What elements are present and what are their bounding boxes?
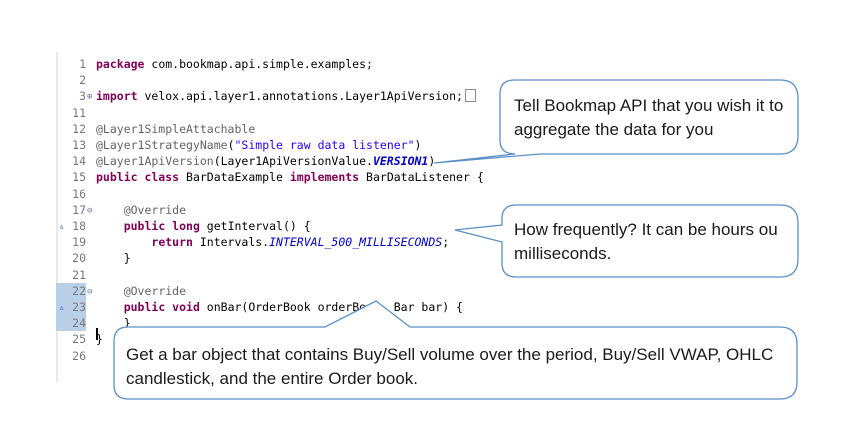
line-number: 12 xyxy=(72,121,86,136)
code-text: package com.bookmap.api.simple.examples; xyxy=(96,57,373,71)
callout-bar-object-text: Get a bar object that contains Buy/Sell … xyxy=(126,345,774,388)
collapsed-region-box[interactable] xyxy=(464,89,476,103)
line-number: 21 xyxy=(72,267,86,282)
code-line[interactable]: 18 ▵ public long getInterval() { xyxy=(56,218,516,234)
line-number: 13 xyxy=(72,138,86,152)
code-line[interactable]: 26 xyxy=(56,348,516,364)
line-number: 14 xyxy=(72,154,86,169)
code-text: public class BarDataExample implements B… xyxy=(96,170,484,185)
override-triangle-icon: ▵ xyxy=(59,222,65,232)
code-text: } xyxy=(96,332,103,347)
code-line[interactable]: 13 @Layer1StrategyName("Simple raw data l… xyxy=(56,137,516,153)
text-cursor xyxy=(96,328,98,340)
code-line[interactable]: 3⊕import velox.api.layer1.annotations.La… xyxy=(56,88,516,104)
code-text: @Layer1SimpleAttachable xyxy=(96,121,256,136)
callout-frequency-shape xyxy=(454,204,799,278)
code-line[interactable]: 16 xyxy=(56,186,516,202)
code-line[interactable]: 1 package com.bookmap.api.simple.examples… xyxy=(56,56,516,72)
code-text: } xyxy=(96,316,131,331)
line-number: 22 xyxy=(56,282,86,299)
line-number: 25 xyxy=(72,332,86,347)
circle-plus-icon[interactable]: ⊕ xyxy=(87,92,93,103)
code-line[interactable]: 19 return Intervals.INTERVAL_500_MILLISE… xyxy=(56,234,516,250)
code-text: @Override xyxy=(123,283,187,298)
circle-minus-icon[interactable]: ⊖ xyxy=(87,286,93,297)
code-line[interactable]: 15 public class BarDataExample implements… xyxy=(56,169,516,185)
callout-bar-object-shape xyxy=(113,300,798,400)
line-number: 26 xyxy=(72,348,86,363)
code-line[interactable]: 22⊖ @Override xyxy=(56,282,516,299)
line-number: 3 xyxy=(79,89,86,104)
line-number: 23 xyxy=(56,299,86,315)
callout-aggregate-shape xyxy=(433,79,799,164)
code-line[interactable]: 17⊖ @Override xyxy=(56,202,516,218)
code-text: public long getInterval() { xyxy=(123,219,311,233)
code-line[interactable]: 14 @Layer1ApiVersion(Layer1ApiVersionValu… xyxy=(56,153,516,169)
editor-gutter-edge xyxy=(56,52,58,382)
code-text: @Layer1ApiVersion(Layer1ApiVersionValue.… xyxy=(96,154,436,169)
code-text: @Override xyxy=(123,202,187,217)
code-text: return Intervals.INTERVAL_500_MILLISECON… xyxy=(151,235,450,250)
line-number: 18 xyxy=(72,219,86,233)
callout-aggregate-text: Tell Bookmap API that you wish it to agg… xyxy=(514,96,784,139)
code-line[interactable]: 24 } xyxy=(56,315,516,332)
line-number: 11 xyxy=(72,105,86,120)
line-number: 16 xyxy=(72,186,86,201)
override-triangle-icon: ▵ xyxy=(59,303,65,313)
line-number: 1 xyxy=(79,57,86,71)
code-line[interactable]: 12 @Layer1SimpleAttachable xyxy=(56,121,516,137)
code-text: @Layer1StrategyName("Simple raw data lis… xyxy=(96,138,422,152)
code-line[interactable]: 21 xyxy=(56,267,516,283)
code-line[interactable]: 23▵ public void onBar(OrderBook orderBoo… xyxy=(56,299,516,315)
line-number: 17 xyxy=(72,202,86,217)
code-line[interactable]: 11 xyxy=(56,105,516,121)
code-text: public void onBar(OrderBook orderBook, B… xyxy=(123,300,463,314)
line-number: 19 xyxy=(72,235,86,250)
circle-minus-icon[interactable]: ⊖ xyxy=(87,205,93,216)
code-line[interactable]: 20 } xyxy=(56,250,516,266)
code-text: } xyxy=(96,251,131,266)
line-number: 24 xyxy=(56,315,86,332)
code-line[interactable]: 2 xyxy=(56,72,516,88)
code-text: import velox.api.layer1.annotations.Laye… xyxy=(96,88,476,104)
callout-frequency-text: How frequently? It can be hours ou milli… xyxy=(514,220,778,263)
line-number: 20 xyxy=(72,251,86,266)
line-number: 15 xyxy=(72,170,86,185)
line-number: 2 xyxy=(79,73,86,88)
code-line[interactable]: 25} xyxy=(56,331,516,347)
